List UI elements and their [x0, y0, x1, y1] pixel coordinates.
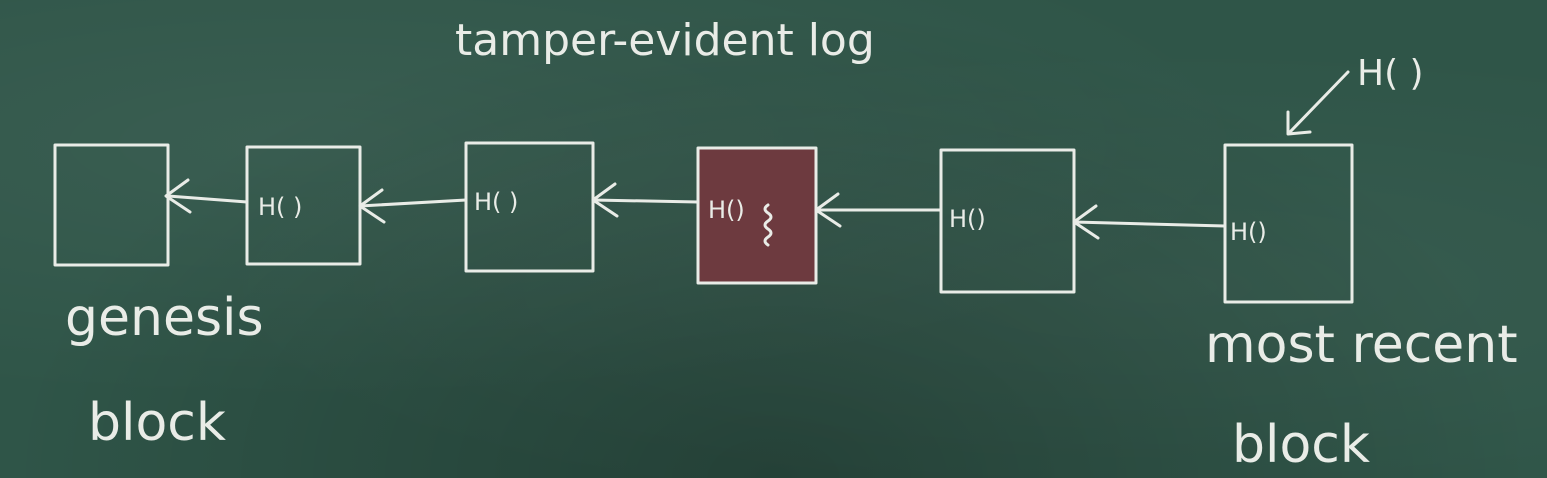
hash-pointer-arrow	[164, 178, 249, 214]
block-2: H( )	[245, 145, 362, 266]
block-most-recent: H()	[1223, 143, 1354, 304]
genesis-label-line2: block	[88, 393, 226, 453]
block-hash-label: H()	[1230, 218, 1267, 246]
block-tampered: H()	[696, 146, 818, 285]
diagram-title: tamper-evident log	[455, 15, 875, 66]
block-box	[53, 143, 170, 267]
block-box	[696, 146, 818, 285]
block-hash-label: H()	[708, 196, 745, 224]
block-box	[1223, 143, 1354, 304]
hash-pointer-arrow	[814, 192, 943, 228]
hash-pointer-arrow	[358, 188, 468, 224]
block-5: H()	[939, 148, 1076, 294]
genesis-label-line1: genesis	[65, 288, 264, 348]
block-hash-label: H( )	[258, 193, 302, 221]
hash-annotation: H( )	[1357, 53, 1424, 94]
hash-pointer-arrow	[591, 182, 700, 218]
tamper-squiggle	[763, 203, 773, 247]
recent-label-line2: block	[1232, 415, 1370, 475]
block-box	[464, 141, 595, 273]
block-genesis	[53, 143, 170, 267]
pointer-arrowhead	[1286, 110, 1312, 136]
block-hash-label: H( )	[474, 188, 518, 216]
tampered-fill	[698, 148, 816, 283]
recent-label-line1: most recent	[1205, 315, 1518, 375]
block-3: H( )	[464, 141, 595, 273]
pointer-arrow-line	[1288, 70, 1350, 134]
hash-pointer-arrow	[1072, 204, 1227, 240]
block-hash-label: H()	[949, 205, 986, 233]
